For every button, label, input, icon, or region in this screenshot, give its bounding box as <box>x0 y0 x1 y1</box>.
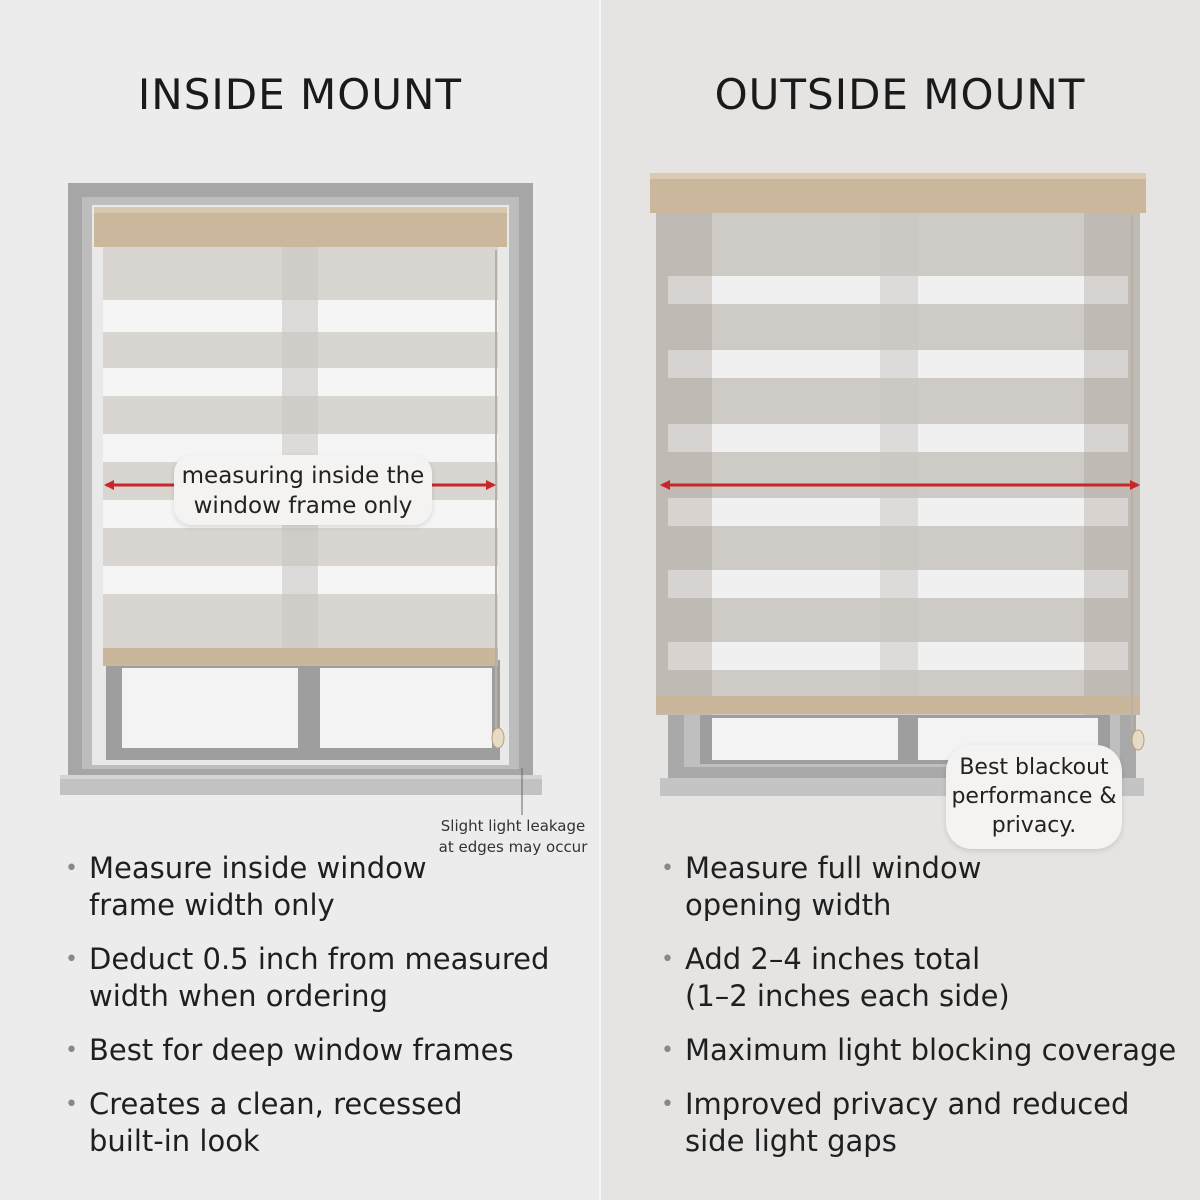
bullet-icon: • <box>661 856 674 881</box>
bullet-text: Measure inside window <box>89 851 427 885</box>
list-item: • Improved privacy and reduced side ligh… <box>658 1086 1188 1160</box>
inside-cassette <box>94 207 507 247</box>
outside-cassette <box>650 173 1146 213</box>
bullet-text: opening width <box>685 888 892 922</box>
list-item: • Measure inside window frame width only <box>62 850 582 924</box>
panel-divider <box>599 0 601 1200</box>
bullet-icon: • <box>661 947 674 972</box>
outside-bottom-rail <box>656 696 1140 714</box>
leak-note-line: at edges may occur <box>438 838 588 856</box>
outside-mount-bullets: • Measure full window opening width • Ad… <box>658 850 1188 1177</box>
list-item: • Add 2–4 inches total (1–2 inches each … <box>658 941 1188 1015</box>
outside-mount-title: OUTSIDE MOUNT <box>714 70 1086 119</box>
outside-cord-pull <box>1131 729 1145 751</box>
bullet-text: Measure full window <box>685 851 982 885</box>
outside-window-illustration <box>650 173 1146 796</box>
inside-mount-bullets: • Measure inside window frame width only… <box>62 850 582 1177</box>
inside-lower-pane-right <box>320 668 492 748</box>
outside-callout-line: performance & <box>951 784 1117 809</box>
bullet-text: Maximum light blocking coverage <box>685 1033 1177 1067</box>
list-item: • Measure full window opening width <box>658 850 1188 924</box>
inside-cord-pull <box>491 727 505 749</box>
inside-mount-title: INSIDE MOUNT <box>137 70 463 119</box>
bullet-icon: • <box>661 1038 674 1063</box>
bullet-text: side light gaps <box>685 1124 897 1158</box>
inside-measure-callout: measuring inside the window frame only <box>174 455 432 525</box>
outside-callout-line: Best blackout <box>959 755 1109 780</box>
window-illustrations <box>60 173 1146 815</box>
list-item: • Deduct 0.5 inch from measured width wh… <box>62 941 582 1015</box>
inside-callout-line: measuring inside the <box>181 463 425 489</box>
bullet-text: Improved privacy and reduced <box>685 1087 1130 1121</box>
list-item: • Maximum light blocking coverage <box>658 1032 1188 1069</box>
bullet-text: width when ordering <box>89 979 388 1013</box>
inside-lower-pane-left <box>122 668 298 748</box>
list-item: • Best for deep window frames <box>62 1032 582 1069</box>
outside-zebra-shade <box>656 210 1140 715</box>
light-leakage-note: Slight light leakage at edges may occur <box>430 816 596 858</box>
bullet-text: Add 2–4 inches total <box>685 942 981 976</box>
bullet-icon: • <box>65 1092 78 1117</box>
inside-window-sill <box>60 775 542 795</box>
bullet-text: Deduct 0.5 inch from measured <box>89 942 550 976</box>
inside-callout-line: window frame only <box>193 493 413 519</box>
bullet-icon: • <box>65 947 78 972</box>
inside-zebra-shade <box>103 240 498 666</box>
bullet-text: (1–2 inches each side) <box>685 979 1010 1013</box>
outside-blackout-callout: Best blackout performance & privacy. <box>946 745 1122 849</box>
bullet-text: Creates a clean, recessed <box>89 1087 463 1121</box>
bullet-text: built-in look <box>89 1124 260 1158</box>
leak-note-line: Slight light leakage <box>440 817 586 835</box>
bullet-text: Best for deep window frames <box>89 1033 514 1067</box>
list-item: • Creates a clean, recessed built-in loo… <box>62 1086 582 1160</box>
bullet-icon: • <box>65 856 78 881</box>
bullet-icon: • <box>65 1038 78 1063</box>
bullet-icon: • <box>661 1092 674 1117</box>
bullet-text: frame width only <box>89 888 335 922</box>
inside-bottom-rail <box>103 648 498 666</box>
outside-callout-line: privacy. <box>991 813 1077 838</box>
